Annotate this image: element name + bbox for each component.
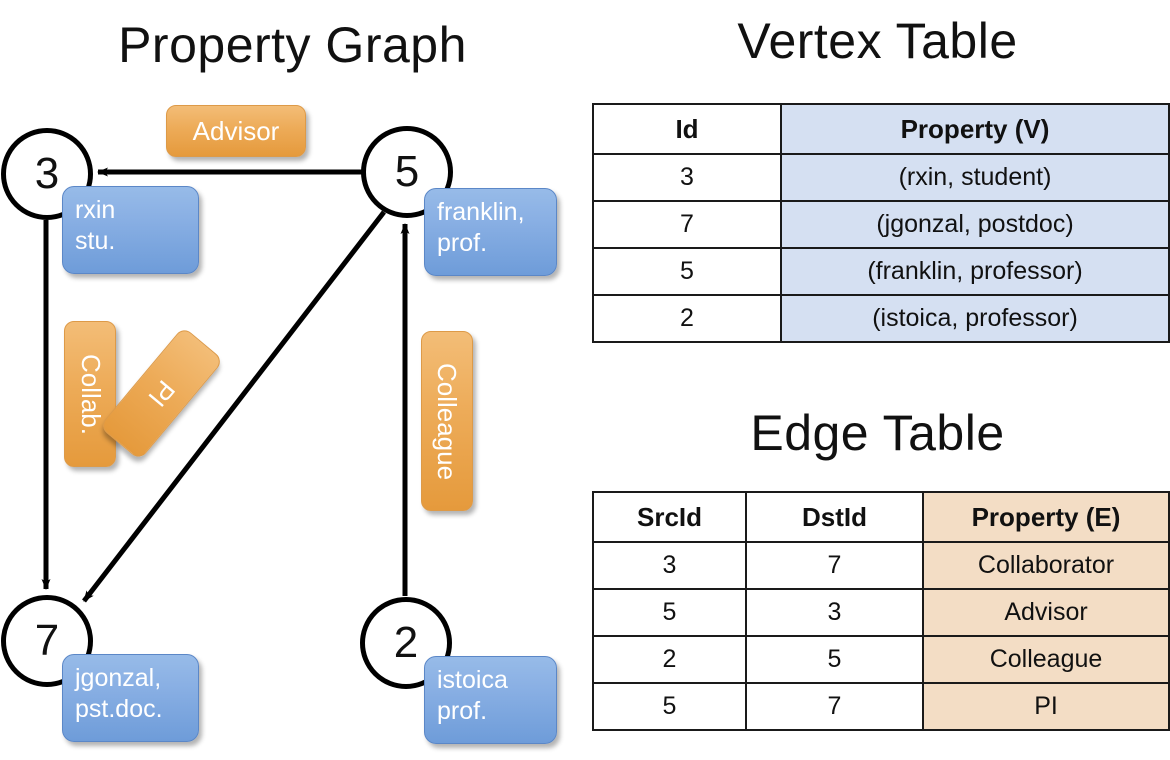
vertex-property-franklin-line2: prof.	[437, 228, 488, 257]
edge-label-colleague-text: Colleague	[432, 362, 463, 480]
page-title-edge-table: Edge Table	[750, 405, 1005, 461]
edge-arrow-pi-5-to-7	[82, 210, 386, 603]
edge-table-cell-dstid: 7	[745, 541, 924, 590]
table-row[interactable]: 3 (rxin, student)	[592, 153, 1170, 202]
table-row[interactable]: 2 5 Colleague	[592, 635, 1170, 684]
vertex-node-7-id: 7	[34, 616, 60, 665]
edge-table-cell-property: Collaborator	[922, 541, 1170, 590]
edge-table-cell-srcid: 5	[592, 588, 747, 637]
table-row[interactable]: 2 (istoica, professor)	[592, 294, 1170, 343]
vertex-property-istoica-line2: prof.	[437, 696, 488, 725]
edge-table-cell-srcid: 3	[592, 541, 747, 590]
vertex-node-2[interactable]: 2	[360, 597, 452, 689]
vertex-node-5-id: 5	[394, 147, 420, 196]
vertex-table-cell-property: (rxin, student)	[780, 153, 1170, 202]
edge-table-cell-property: Advisor	[922, 588, 1170, 637]
vertex-table-cell-property: (istoica, professor)	[780, 294, 1170, 343]
vertex-table-cell-id: 7	[592, 200, 782, 249]
vertex-node-5[interactable]: 5	[361, 126, 453, 218]
edge-table-cell-dstid: 3	[745, 588, 924, 637]
vertex-table-cell-property: (jgonzal, postdoc)	[780, 200, 1170, 249]
vertex-table: Id Property (V) 3 (rxin, student) 7 (jgo…	[592, 103, 1170, 343]
graph-edges-svg	[41, 167, 410, 603]
edge-table: SrcId DstId Property (E) 3 7 Collaborato…	[592, 491, 1170, 731]
page-title-property-graph: Property Graph	[118, 17, 467, 73]
edge-label-advisor-text: Advisor	[192, 115, 280, 146]
vertex-node-2-id: 2	[393, 618, 419, 667]
edge-label-pi-text: PI	[142, 374, 182, 413]
edge-table-header-dstid: DstId	[745, 491, 924, 543]
edge-table-cell-property: Colleague	[922, 635, 1170, 684]
edge-table-cell-property: PI	[922, 682, 1170, 731]
property-graph-diagram: 3 5 7 2 rxin stu. franklin, prof. jgonza…	[1, 105, 557, 744]
edge-table-cell-dstid: 5	[745, 635, 924, 684]
vertex-property-jgonzal-line2: pst.doc.	[75, 694, 163, 723]
vertex-table-cell-id: 5	[592, 247, 782, 296]
edge-table-cell-dstid: 7	[745, 682, 924, 731]
vertex-property-jgonzal-line1: jgonzal,	[75, 664, 162, 692]
vertex-property-box-rxin: rxin stu.	[62, 186, 199, 274]
page-title-vertex-table: Vertex Table	[737, 13, 1018, 69]
vertex-property-box-franklin: franklin, prof.	[424, 188, 557, 276]
vertex-table-cell-id: 2	[592, 294, 782, 343]
edge-label-colleague: Colleague	[421, 331, 473, 511]
edge-label-collab: Collab.	[64, 321, 116, 467]
vertex-node-3-id: 3	[34, 149, 60, 198]
edge-table-cell-srcid: 2	[592, 635, 747, 684]
vertex-table-header-property: Property (V)	[780, 103, 1170, 155]
vertex-table-cell-id: 3	[592, 153, 782, 202]
vertex-property-istoica-line1: istoica	[437, 666, 508, 694]
table-row[interactable]: 5 7 PI	[592, 682, 1170, 731]
edge-table-header-property: Property (E)	[922, 491, 1170, 543]
vertex-property-rxin-line2: stu.	[75, 226, 116, 255]
vertex-property-rxin-line1: rxin	[75, 196, 116, 224]
table-row[interactable]: 7 (jgonzal, postdoc)	[592, 200, 1170, 249]
vertex-property-box-istoica: istoica prof.	[424, 656, 557, 744]
table-row[interactable]: 3 7 Collaborator	[592, 541, 1170, 590]
vertex-table-header-id: Id	[592, 103, 782, 155]
edge-table-cell-srcid: 5	[592, 682, 747, 731]
vertex-property-franklin-line1: franklin,	[437, 198, 525, 226]
table-row[interactable]: 5 (franklin, professor)	[592, 247, 1170, 296]
edge-label-collab-text: Collab.	[75, 353, 106, 435]
table-row[interactable]: 5 3 Advisor	[592, 588, 1170, 637]
vertex-table-cell-property: (franklin, professor)	[780, 247, 1170, 296]
vertex-table-header-row: Id Property (V)	[592, 103, 1170, 155]
vertex-property-box-jgonzal: jgonzal, pst.doc.	[62, 654, 199, 742]
edge-table-header-srcid: SrcId	[592, 491, 747, 543]
edge-label-advisor: Advisor	[166, 105, 306, 157]
edge-table-header-row: SrcId DstId Property (E)	[592, 491, 1170, 543]
